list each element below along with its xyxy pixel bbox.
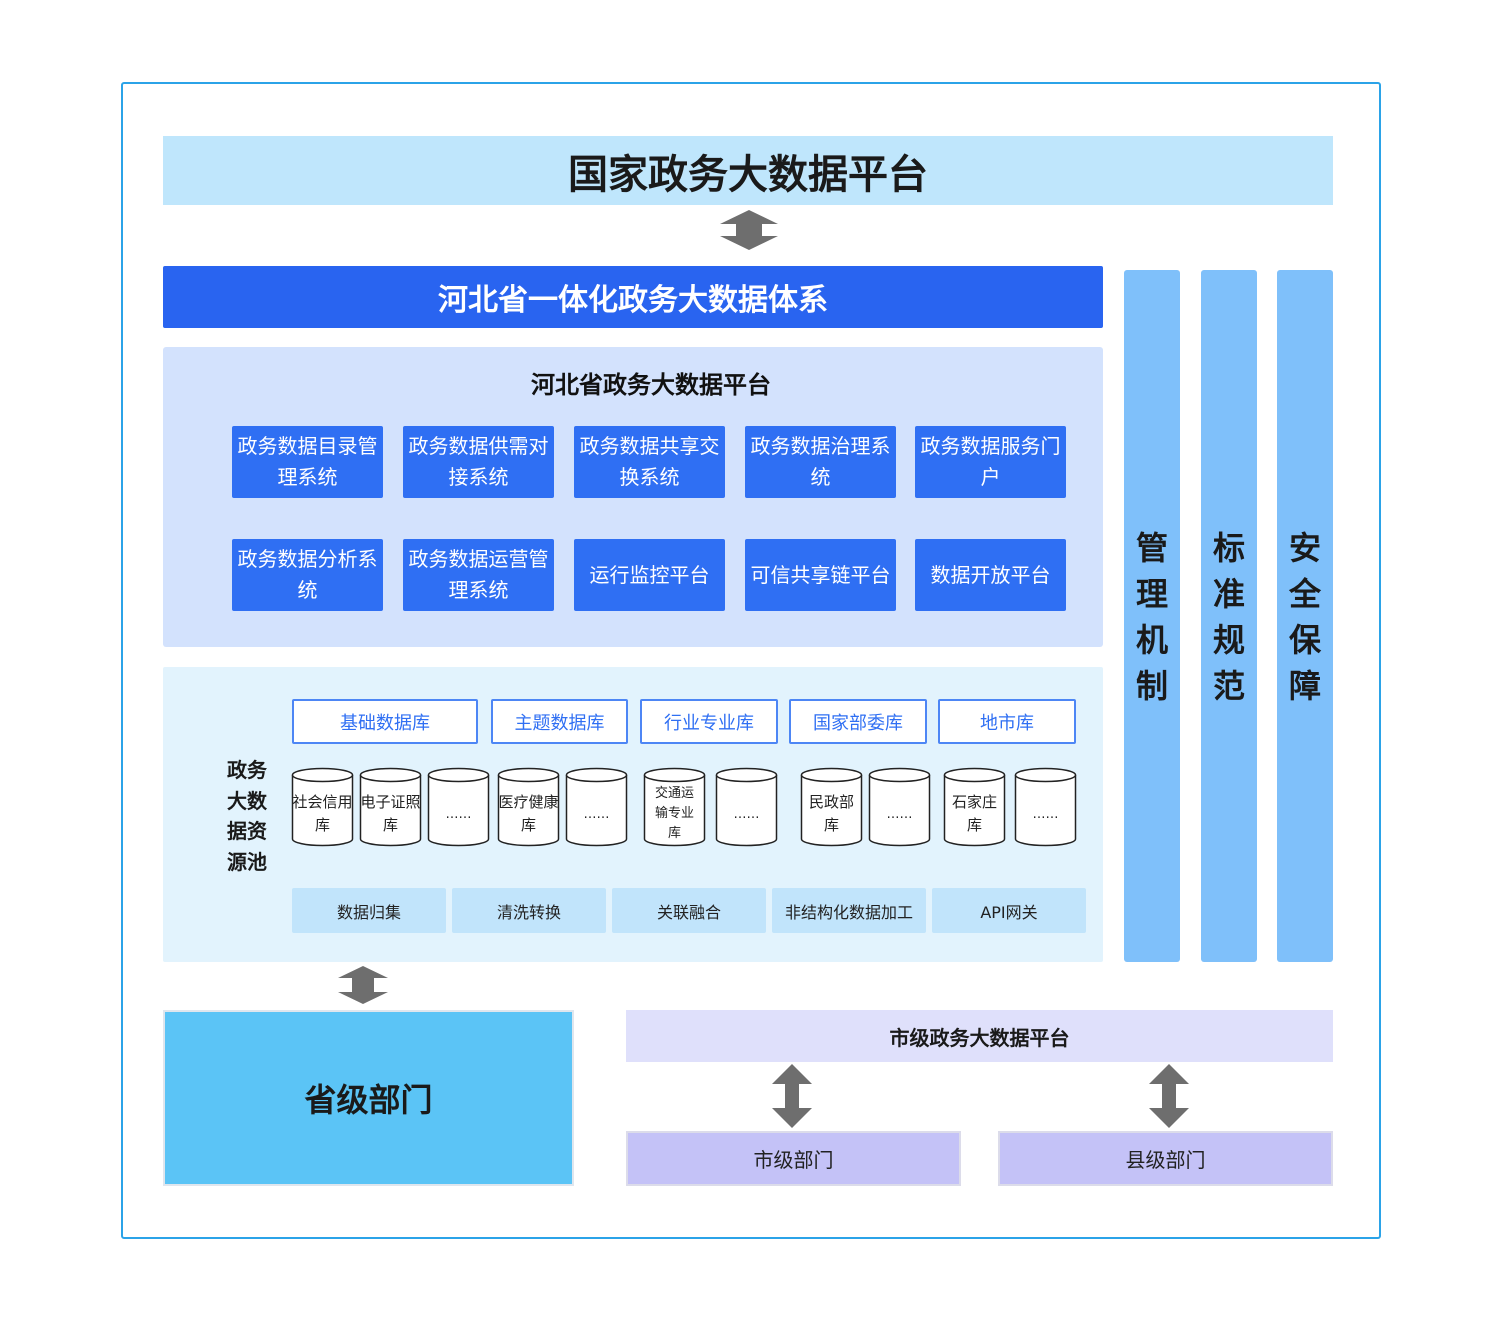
system-box: 政务数据服务门户: [915, 426, 1066, 498]
pillar-label: 标准规范: [1212, 529, 1245, 705]
system-box: 政务数据供需对接系统: [403, 426, 554, 498]
database-label: 电子证照库: [360, 793, 421, 834]
database-cylinder: ……: [868, 767, 931, 847]
vertical-bidirectional-arrow-icon: [772, 1064, 812, 1128]
database-cylinder: 石家庄库: [943, 767, 1006, 847]
category-box: 国家部委库: [789, 699, 927, 744]
process-box: API网关: [932, 888, 1086, 933]
system-box: 政务数据治理系统: [745, 426, 896, 498]
system-box: 运行监控平台: [574, 539, 725, 611]
category-box: 行业专业库: [640, 699, 778, 744]
database-label: ……: [583, 806, 610, 822]
database-cylinder: ……: [715, 767, 778, 847]
database-cylinder: 民政部库: [800, 767, 863, 847]
cylinder-icon: [868, 767, 931, 847]
database-cylinder: ……: [565, 767, 628, 847]
cylinder-icon: [643, 767, 706, 847]
process-box: 清洗转换: [452, 888, 606, 933]
cylinder-icon: [943, 767, 1006, 847]
database-label: 交通运输专业库: [654, 786, 694, 841]
database-cylinder: 社会信用库: [291, 767, 354, 847]
cylinder-icon: [427, 767, 490, 847]
system-box: 政务数据运营管理系统: [403, 539, 554, 611]
process-box: 关联融合: [612, 888, 766, 933]
database-label: ……: [886, 806, 913, 822]
database-label: ……: [445, 806, 472, 822]
database-label: ……: [1032, 806, 1059, 822]
database-label: 民政部库: [808, 793, 854, 834]
data-pool-label: 政务大数据资源池: [227, 758, 267, 874]
pillar-security: 安全保障: [1277, 270, 1333, 962]
database-label: 医疗健康库: [498, 793, 559, 834]
database-label: 石家庄库: [951, 793, 997, 834]
provincial-department: 省级部门: [163, 1010, 574, 1186]
database-label: 社会信用库: [292, 793, 353, 834]
national-platform: 国家政务大数据平台: [163, 136, 1333, 205]
process-box: 数据归集: [292, 888, 446, 933]
cylinder-icon: [291, 767, 354, 847]
system-box: 政务数据目录管理系统: [232, 426, 383, 498]
category-box: 主题数据库: [491, 699, 628, 744]
cylinder-icon: [497, 767, 560, 847]
cylinder-icon: [565, 767, 628, 847]
category-box: 地市库: [938, 699, 1076, 744]
county-department: 县级部门: [998, 1131, 1333, 1186]
database-cylinder: ……: [1014, 767, 1077, 847]
bidirectional-arrow-icon: [338, 966, 388, 1004]
database-label: ……: [733, 806, 760, 822]
process-box: 非结构化数据加工: [772, 888, 926, 933]
outer-frame: [121, 82, 1381, 1239]
pillar-management: 管理机制: [1124, 270, 1180, 962]
database-cylinder: ……: [427, 767, 490, 847]
system-box: 政务数据分析系统: [232, 539, 383, 611]
cylinder-icon: [359, 767, 422, 847]
cylinder-icon: [800, 767, 863, 847]
pillar-label: 管理机制: [1135, 529, 1168, 705]
system-box: 政务数据共享交换系统: [574, 426, 725, 498]
city-platform: 市级政务大数据平台: [626, 1010, 1333, 1062]
cylinder-icon: [715, 767, 778, 847]
pillar-standards: 标准规范: [1201, 270, 1257, 962]
pillar-label: 安全保障: [1288, 529, 1321, 705]
database-cylinder: 交通运输专业库: [643, 767, 706, 847]
hebei-platform-title: 河北省政务大数据平台: [531, 370, 771, 399]
bidirectional-arrow-icon: [720, 210, 778, 250]
cylinder-icon: [1014, 767, 1077, 847]
hebei-system-banner: 河北省一体化政务大数据体系: [163, 266, 1103, 328]
city-department: 市级部门: [626, 1131, 961, 1186]
database-cylinder: 电子证照库: [359, 767, 422, 847]
category-box: 基础数据库: [292, 699, 478, 744]
database-cylinder: 医疗健康库: [497, 767, 560, 847]
vertical-bidirectional-arrow-icon: [1149, 1064, 1189, 1128]
system-box: 可信共享链平台: [745, 539, 896, 611]
system-box: 数据开放平台: [915, 539, 1066, 611]
